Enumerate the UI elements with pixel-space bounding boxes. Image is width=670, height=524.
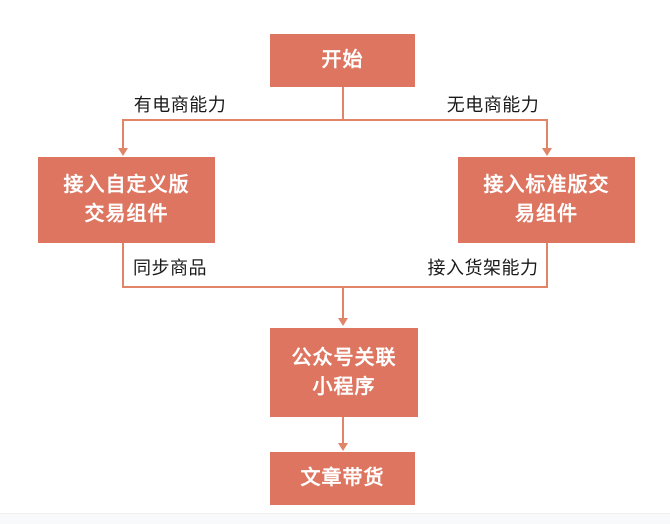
node-article-sales: 文章带货 [270,452,415,505]
edge-label-no-ecommerce: 无电商能力 [446,95,540,115]
connector-merge-horizontal [122,286,548,288]
connector-standard-down [546,243,548,288]
edge-label-sync-products: 同步商品 [133,258,207,278]
connector-start-down [342,87,344,120]
node-standard-component: 接入标准版交 易组件 [458,157,635,243]
node-standard-component-label: 接入标准版交 易组件 [483,174,610,225]
connector-custom-down [122,243,124,288]
arrowhead-into-miniprogram-icon [338,318,348,326]
arrowhead-into-standard-icon [542,148,552,156]
arrowhead-into-custom-icon [118,148,128,156]
arrowhead-into-article-icon [338,443,348,451]
node-article-sales-label: 文章带货 [300,467,385,489]
node-start-label: 开始 [321,49,364,71]
next-section-edge [0,513,670,524]
connector-branch-right [546,119,548,149]
connector-branch-left [122,119,124,149]
connector-branch-horizontal [122,119,548,121]
node-official-account-miniprogram: 公众号关联 小程序 [270,328,418,417]
edge-label-shelf-capability: 接入货架能力 [427,258,539,278]
node-start: 开始 [270,34,415,87]
edge-label-has-ecommerce: 有电商能力 [133,95,227,115]
node-official-account-miniprogram-label: 公众号关联 小程序 [291,346,397,398]
connector-miniprogram-down [342,417,344,444]
connector-merge-down [342,286,344,319]
node-custom-component-label: 接入自定义版 交易组件 [63,174,190,225]
node-custom-component: 接入自定义版 交易组件 [38,157,215,243]
